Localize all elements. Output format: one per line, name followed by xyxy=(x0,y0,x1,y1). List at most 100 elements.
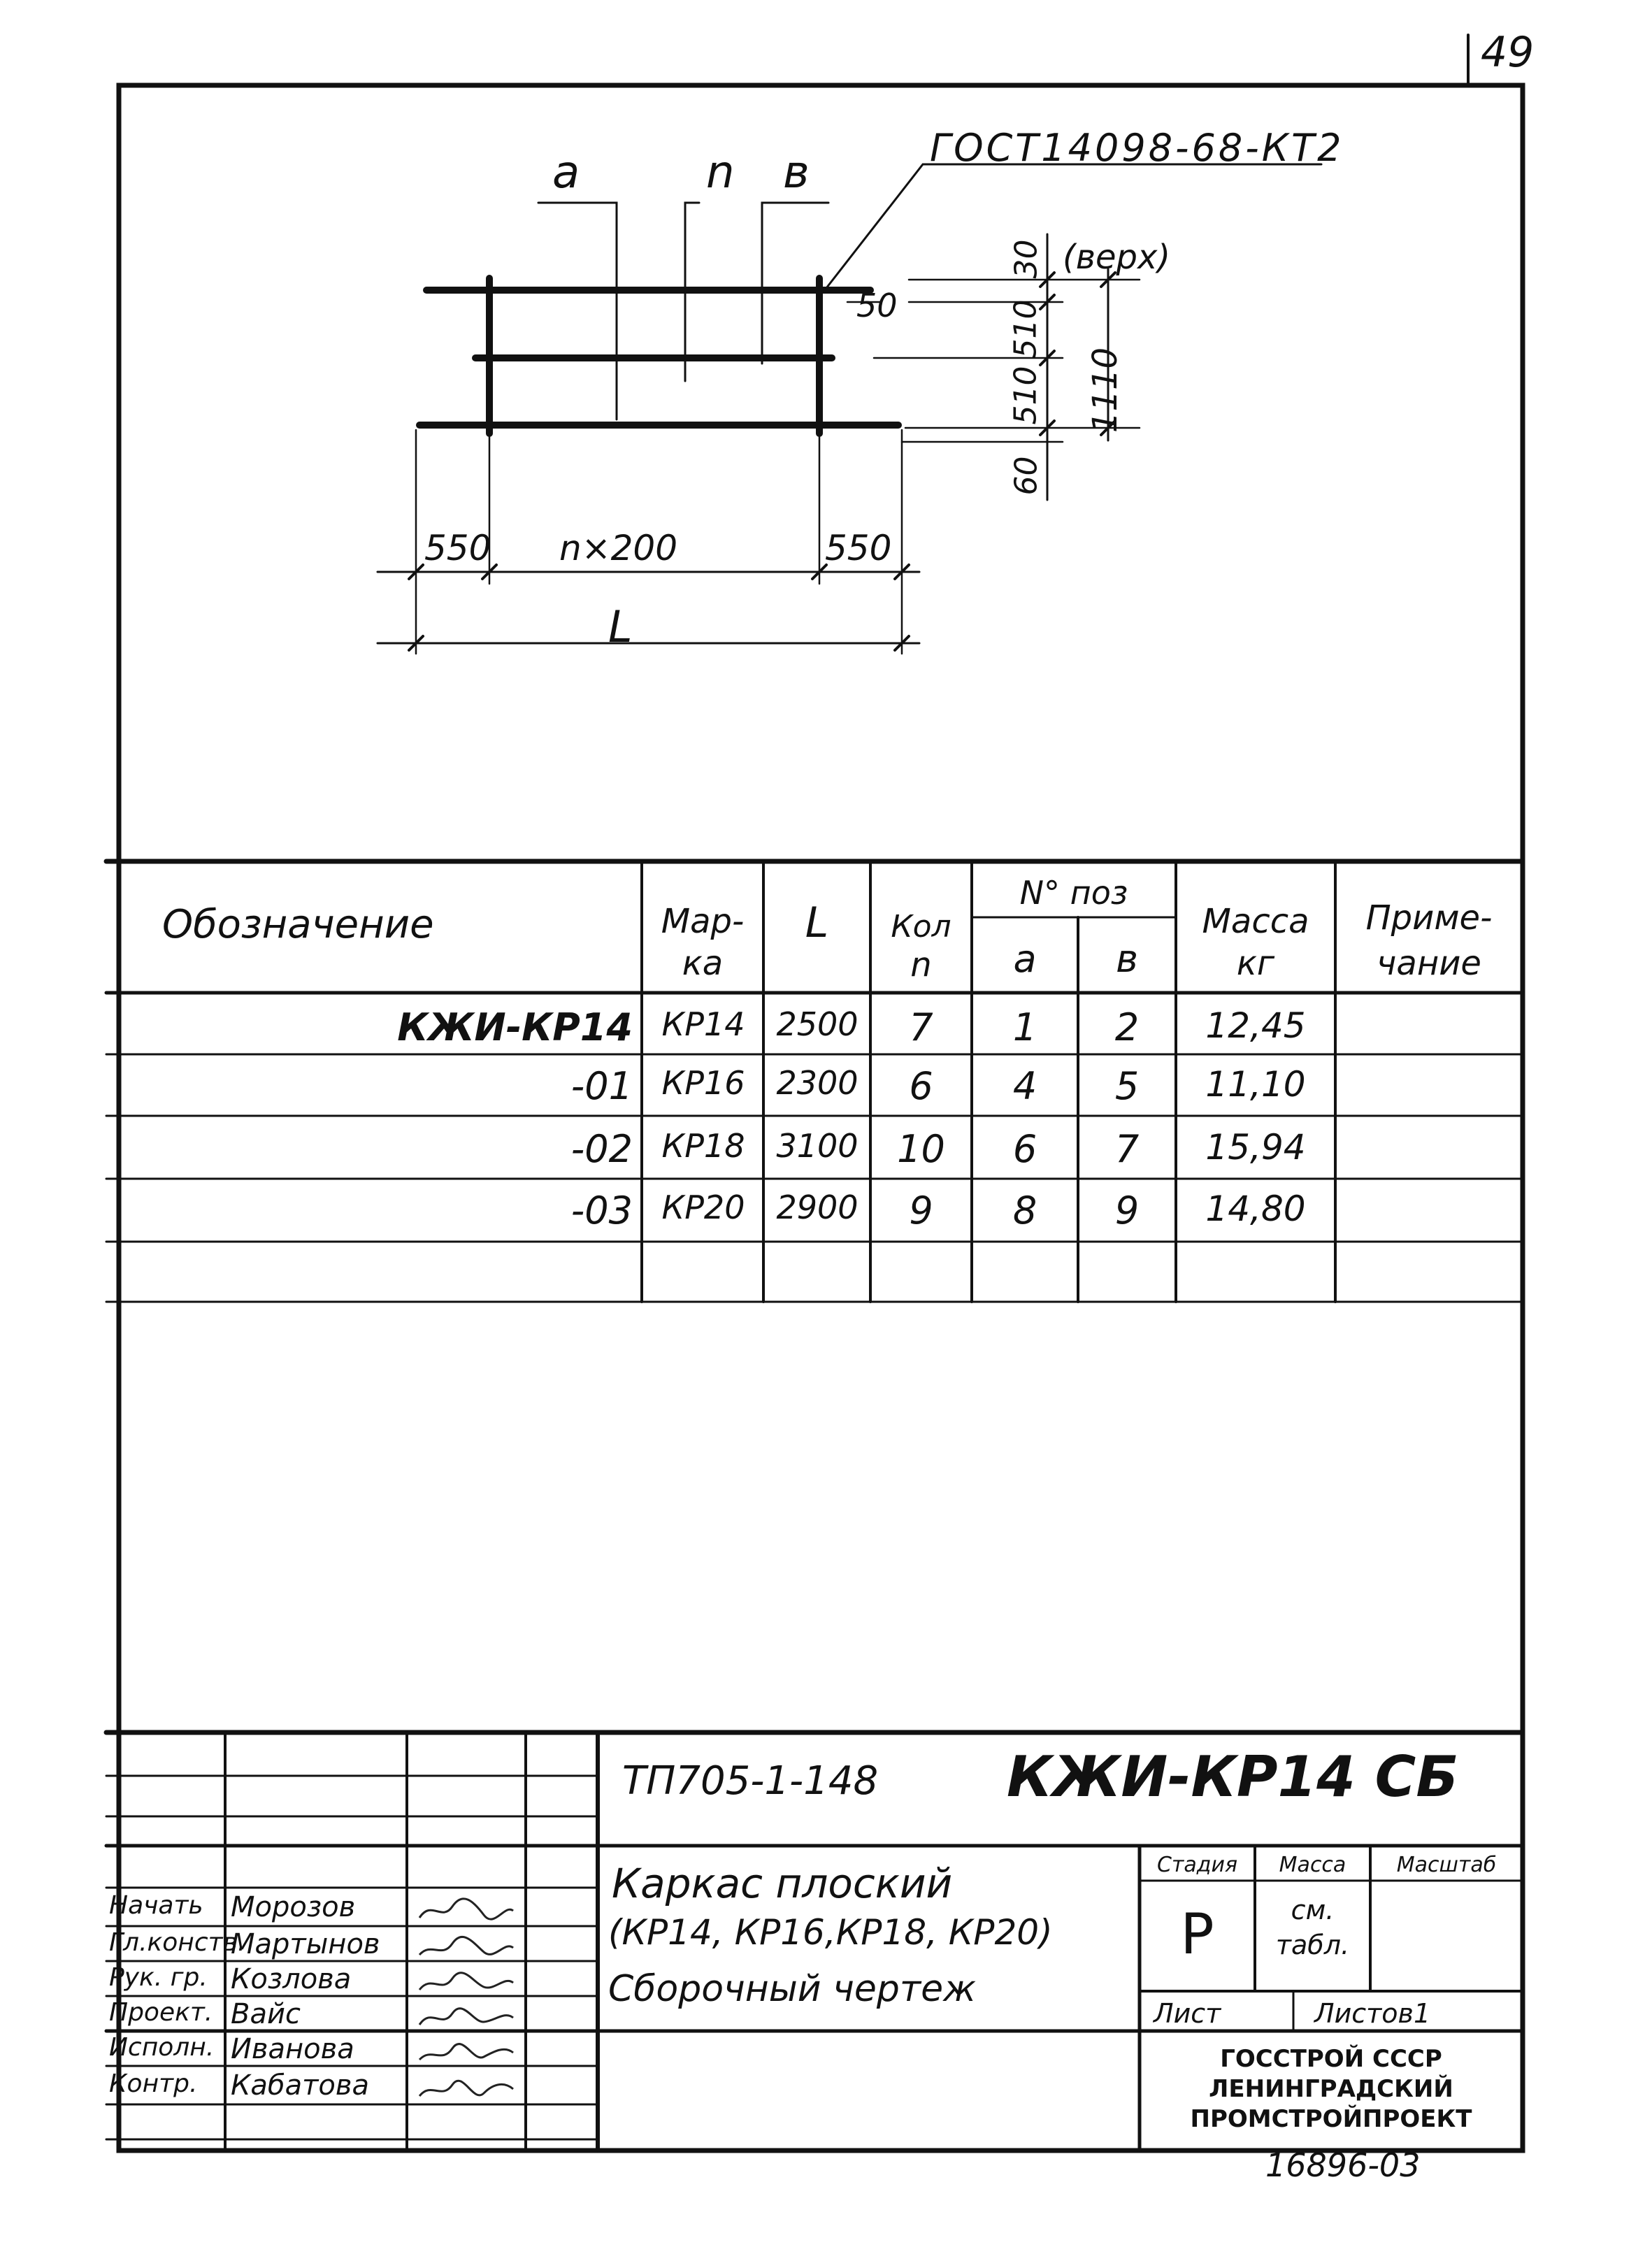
spec-cell-length: 3100 xyxy=(776,1127,859,1165)
org-line-3: ПРОМСТРОЙПРОЕКТ xyxy=(1190,2105,1472,2133)
header-pos-v: в xyxy=(1116,937,1138,981)
title-line-2: (КР14, КР16,КР18, КР20) xyxy=(608,1912,1053,1953)
inventory-number: 16896-03 xyxy=(1265,2146,1421,2184)
signature-name: Кабатова xyxy=(231,2069,369,2102)
spec-cell-length: 2900 xyxy=(776,1189,859,1226)
sheets-label: Листов1 xyxy=(1314,1998,1431,2029)
spec-cell-a: 8 xyxy=(1012,1189,1037,1233)
header-note-line2: чание xyxy=(1377,944,1481,983)
signature-name: Козлова xyxy=(231,1963,352,1995)
title-line-3: Сборочный чертеж xyxy=(608,1968,976,2010)
frame-drawing xyxy=(376,163,1323,655)
label-dim-1110: 1110 xyxy=(1086,347,1126,433)
label-top-note: (верх) xyxy=(1063,238,1171,277)
spec-cell-a: 6 xyxy=(1012,1127,1037,1171)
label-pos-a: a xyxy=(552,147,580,199)
signature-name: Вайс xyxy=(231,1998,301,2030)
header-mass-line2: кг xyxy=(1236,944,1275,983)
header-mark-line1: Мар- xyxy=(661,902,745,941)
scale-header: Масштаб xyxy=(1396,1853,1497,1877)
spec-cell-mass: 15,94 xyxy=(1205,1127,1306,1168)
spec-cell-mark: КР18 xyxy=(661,1127,745,1165)
handwritten-signature xyxy=(418,2079,514,2097)
label-gost: ГОСТ14098-68-КТ2 xyxy=(930,126,1344,170)
header-mark-line2: ка xyxy=(682,944,724,983)
sheet-number: 49 xyxy=(1481,28,1535,77)
leader-a xyxy=(537,201,618,421)
leader-gost xyxy=(825,163,1323,289)
signature-role: Начать xyxy=(109,1891,203,1920)
label-dim-510-lower: 510 xyxy=(1007,366,1044,425)
spec-cell-mark: КР14 xyxy=(661,1005,745,1043)
label-dim-510-upper: 510 xyxy=(1007,299,1044,359)
label-dim-n-times-200: n×200 xyxy=(559,528,678,568)
label-pos-n: n xyxy=(706,147,735,199)
spec-table-grid xyxy=(103,859,1525,1303)
spec-cell-designation: КЖИ-КР14 xyxy=(397,1005,633,1049)
signature-role: Контр. xyxy=(109,2069,198,2098)
label-dim-30: 30 xyxy=(1008,239,1044,279)
header-qty-line1: Кол xyxy=(891,909,951,945)
spec-cell-v: 2 xyxy=(1114,1005,1140,1049)
spec-cell-qty: 10 xyxy=(897,1127,945,1171)
sheet-label: Лист xyxy=(1154,1998,1221,2029)
project-code: ТП705-1-148 xyxy=(622,1758,879,1804)
header-length: L xyxy=(805,898,829,947)
document-code: КЖИ-КР14 СБ xyxy=(1007,1744,1459,1809)
org-line-2: ЛЕНИНГРАДСКИЙ xyxy=(1209,2075,1453,2103)
label-dim-L: L xyxy=(608,601,633,652)
spec-cell-mark: КР20 xyxy=(661,1189,745,1226)
header-designation: Обозначение xyxy=(162,902,434,947)
spec-cell-length: 2300 xyxy=(776,1064,859,1102)
spec-cell-v: 5 xyxy=(1114,1064,1140,1108)
signature-role: Исполн. xyxy=(109,2033,215,2062)
org-line-1: ГОССТРОЙ СССР xyxy=(1220,2045,1442,2073)
label-dim-550-left: 550 xyxy=(424,528,491,568)
title-line-1: Каркас плоский xyxy=(612,1860,953,1907)
signature-role: Рук. гр. xyxy=(109,1963,208,1992)
leader-n xyxy=(684,201,701,382)
stage-value: Р xyxy=(1180,1902,1214,1967)
spec-cell-mass: 14,80 xyxy=(1205,1189,1306,1229)
spec-cell-designation: -02 xyxy=(570,1127,633,1171)
spec-cell-designation: -01 xyxy=(570,1064,633,1108)
spec-cell-mass: 12,45 xyxy=(1205,1005,1306,1046)
spec-cell-qty: 9 xyxy=(909,1189,933,1233)
label-dim-60: 60 xyxy=(1008,456,1044,496)
label-dim-50: 50 xyxy=(856,287,898,324)
spec-cell-mark: КР16 xyxy=(661,1064,745,1102)
signature-name: Морозов xyxy=(231,1891,356,1923)
signature-name: Мартынов xyxy=(231,1928,380,1960)
mass-value-line2: табл. xyxy=(1275,1930,1350,1960)
title-block-grid xyxy=(103,1730,1525,2153)
handwritten-signature xyxy=(418,2043,514,2061)
spec-cell-v: 9 xyxy=(1114,1189,1140,1233)
signature-role: Гл.конств. xyxy=(109,1928,246,1957)
stage-header: Стадия xyxy=(1156,1853,1238,1877)
spec-cell-length: 2500 xyxy=(776,1005,859,1043)
spec-cell-mass: 11,10 xyxy=(1205,1064,1306,1105)
spec-cell-qty: 6 xyxy=(909,1064,933,1108)
header-note-line1: Приме- xyxy=(1365,898,1493,938)
header-pos-group: N° поз xyxy=(1019,874,1128,912)
spec-cell-a: 4 xyxy=(1012,1064,1037,1108)
spec-cell-designation: -03 xyxy=(570,1189,633,1233)
label-pos-v: в xyxy=(783,147,810,199)
header-mass-line1: Масса xyxy=(1202,902,1309,941)
handwritten-signature xyxy=(418,2007,514,2025)
handwritten-signature xyxy=(418,1935,514,1956)
mass-value-line1: см. xyxy=(1291,1895,1335,1925)
handwritten-signature xyxy=(418,1972,514,1990)
signature-role: Проект. xyxy=(109,1998,213,2027)
signature-name: Иванова xyxy=(231,2033,354,2065)
mass-header: Масса xyxy=(1279,1853,1346,1877)
handwritten-signature xyxy=(418,1897,514,1921)
header-qty-line2: n xyxy=(910,945,932,984)
leader-v xyxy=(761,201,830,365)
sheet-frame xyxy=(116,82,1525,2153)
header-pos-a: а xyxy=(1013,937,1037,981)
spec-cell-a: 1 xyxy=(1012,1005,1037,1049)
label-dim-550-right: 550 xyxy=(825,528,892,568)
spec-cell-qty: 7 xyxy=(909,1005,933,1049)
